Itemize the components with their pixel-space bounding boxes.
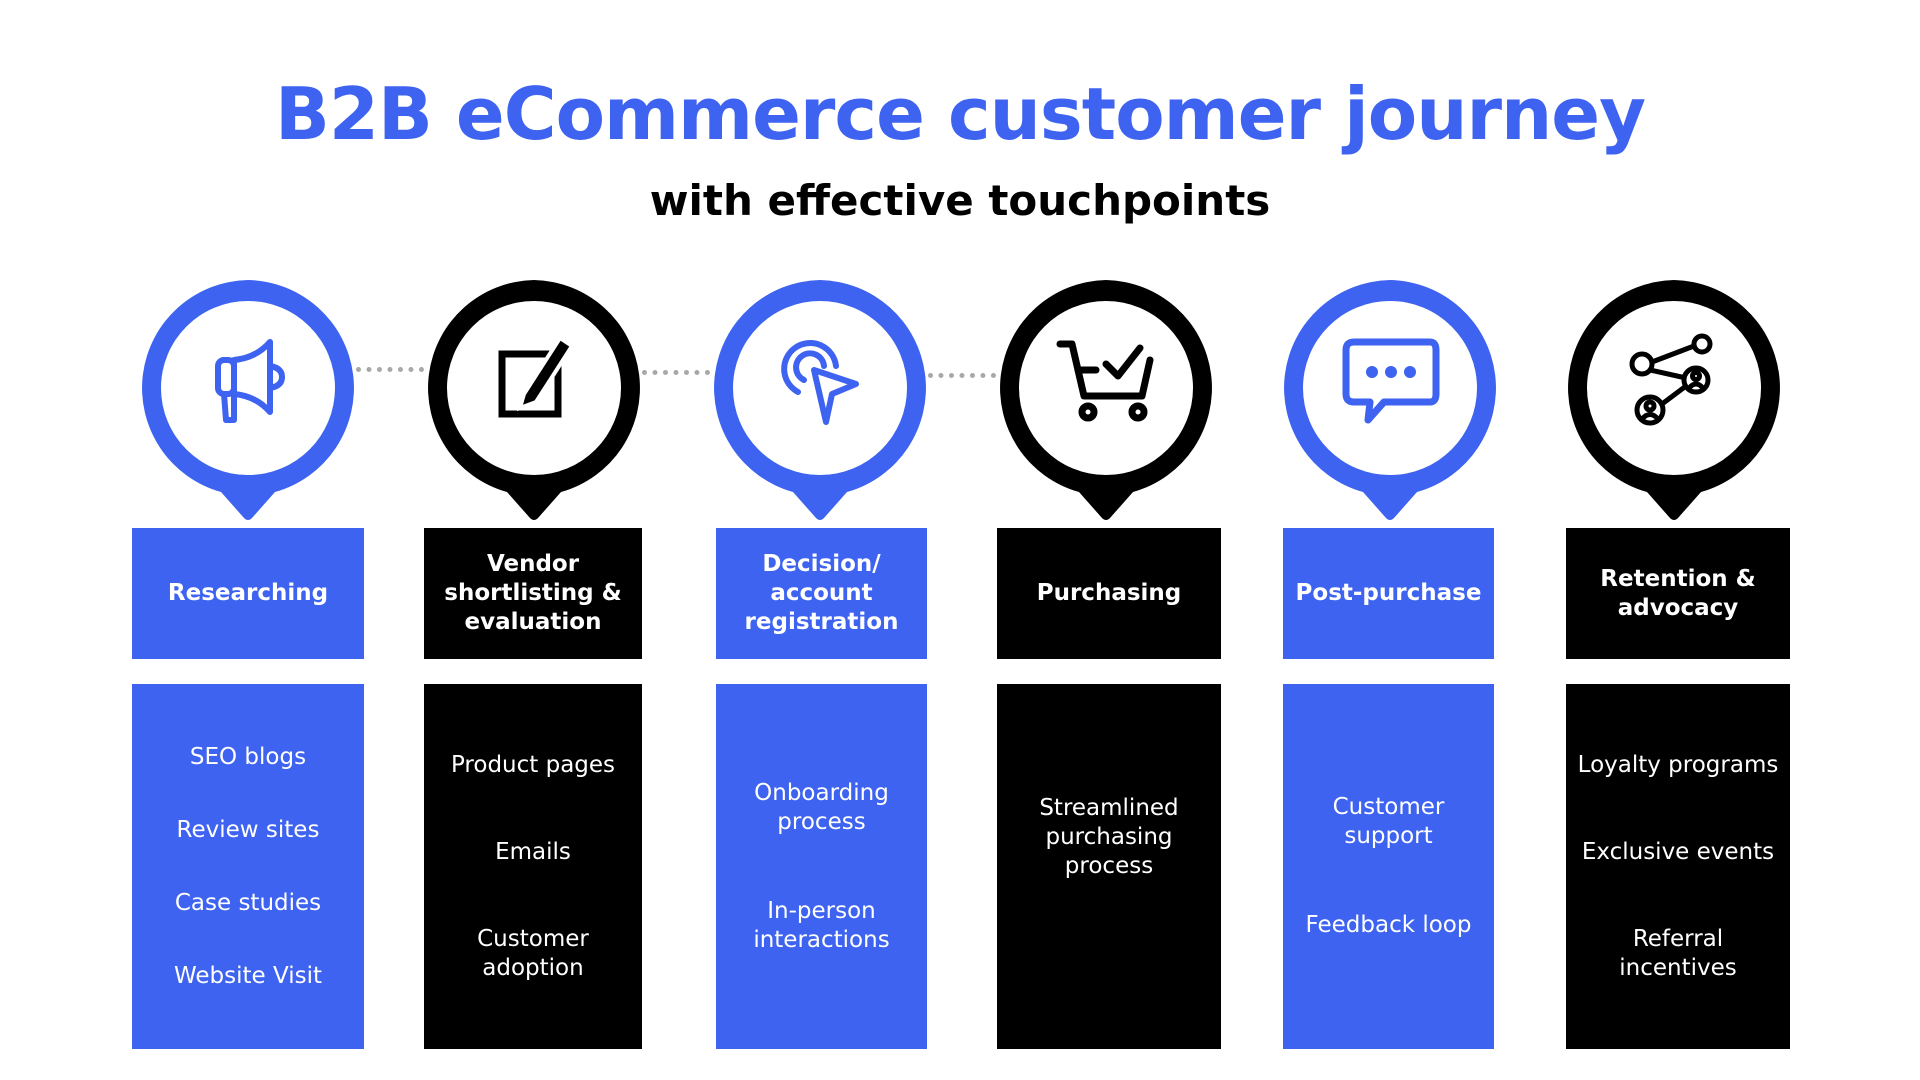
touchpoint-item: In-person interactions bbox=[753, 897, 890, 953]
connector-dots bbox=[928, 373, 996, 378]
touchpoint-item: Review sites bbox=[176, 816, 320, 843]
touchpoint-item: Customer support bbox=[1332, 794, 1445, 849]
click-cursor-icon bbox=[781, 340, 859, 425]
touchpoint-item: Case studies bbox=[174, 889, 322, 916]
touchpoint-item: Streamlined purchasing process bbox=[1039, 795, 1179, 879]
touchpoint-item: Emails bbox=[495, 838, 571, 865]
touchpoint-item: Onboarding process bbox=[754, 779, 889, 835]
page-subtitle: with effective touchpoints bbox=[649, 176, 1271, 225]
touchpoint-item: Referral incentives bbox=[1619, 925, 1737, 981]
megaphone-icon bbox=[215, 339, 285, 423]
cart-check-icon bbox=[1056, 340, 1154, 422]
stage-label: Vendor shortlisting & evaluation bbox=[424, 528, 642, 659]
touchpoint-item: SEO blogs bbox=[189, 743, 307, 770]
connector-dots bbox=[356, 367, 424, 372]
touchpoint-item: Feedback loop bbox=[1305, 912, 1472, 938]
touchpoint-item: Customer adoption bbox=[477, 925, 589, 981]
stage-pin bbox=[712, 280, 928, 520]
stage-pin bbox=[1566, 280, 1782, 520]
stage-label: Decision/ account registration bbox=[716, 528, 927, 659]
stage-label: Purchasing bbox=[997, 528, 1221, 659]
touchpoint-item: Exclusive events bbox=[1581, 838, 1775, 865]
stage-label: Retention & advocacy bbox=[1566, 528, 1790, 659]
touchpoint-item: Product pages bbox=[450, 751, 616, 778]
stage-pin bbox=[1282, 280, 1498, 520]
touchpoints-box: Streamlined purchasing process bbox=[997, 684, 1221, 1049]
touchpoint-item: Website Visit bbox=[173, 962, 322, 989]
chat-bubble-icon bbox=[1342, 338, 1440, 424]
stage-pin bbox=[998, 280, 1214, 520]
touchpoint-item: Loyalty programs bbox=[1577, 751, 1779, 778]
page-title: B2B eCommerce customer journey bbox=[274, 72, 1646, 156]
pin-shape bbox=[1568, 280, 1780, 520]
stage-label: Researching bbox=[132, 528, 364, 659]
edit-icon bbox=[498, 335, 575, 418]
share-network-icon bbox=[1629, 333, 1713, 426]
connector-dots bbox=[642, 370, 710, 375]
stage-label: Post-purchase bbox=[1283, 528, 1494, 659]
stage-pin bbox=[140, 280, 356, 520]
stage-pin bbox=[426, 280, 642, 520]
